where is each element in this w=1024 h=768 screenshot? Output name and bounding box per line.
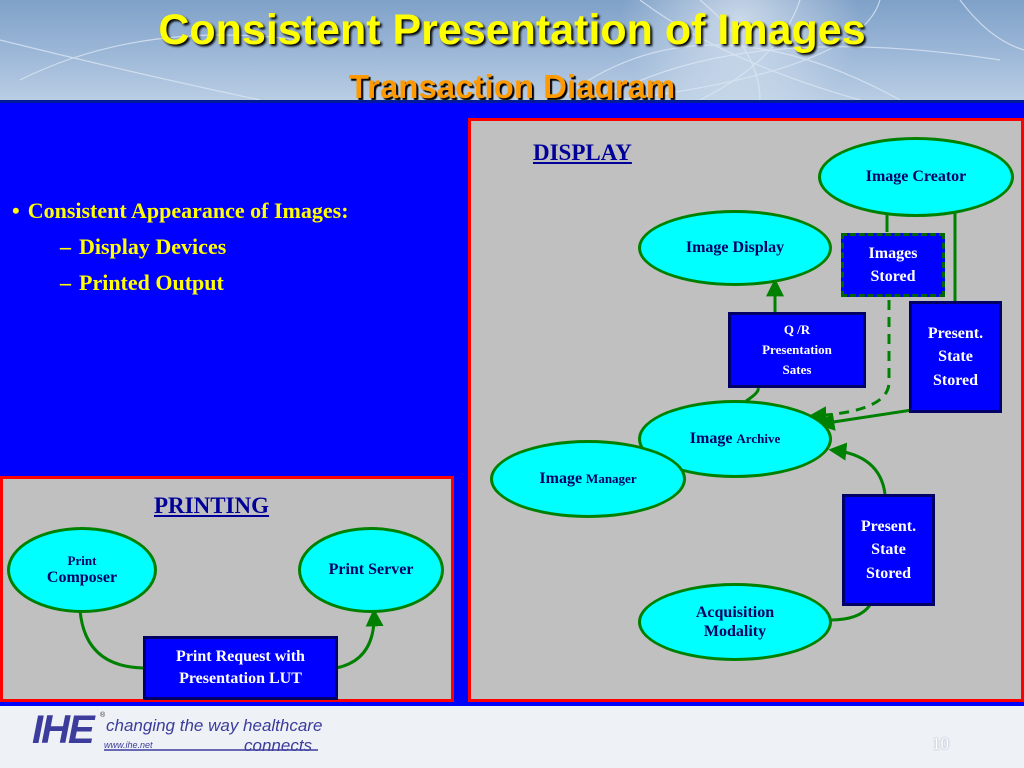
qr-line1: Q /R	[783, 321, 811, 337]
presentation-state-stored-bottom: Present. State Stored	[842, 494, 935, 606]
composer-line2: Composer	[46, 569, 118, 587]
display-heading: DISPLAY	[533, 140, 632, 165]
image-archive-label: Image Archive	[690, 429, 780, 448]
image-creator-actor: Image Creator	[818, 137, 1014, 217]
tagline-underline	[104, 749, 318, 751]
registered-mark: ®	[100, 712, 106, 719]
ihe-logo: IHE	[32, 708, 95, 752]
query-retrieve-transaction: Q /R Presentation Sates	[728, 312, 866, 388]
pss-bottom-to-archive-line	[828, 442, 887, 495]
archive-small-text: Archive	[736, 431, 781, 447]
header-divider	[0, 100, 1024, 103]
page-number: 10	[932, 734, 949, 753]
slide-header: Consistent Presentation of Images Transa…	[0, 0, 1024, 100]
print-server-label: Print Server	[328, 561, 414, 579]
image-creator-label: Image Creator	[865, 168, 967, 186]
composer-to-request-line	[78, 609, 147, 670]
print-composer-text: Print Composer	[47, 553, 117, 588]
images-stored-transaction: Images Stored	[841, 233, 945, 297]
pss-bottom-line3: Stored	[865, 564, 912, 582]
manager-main-text: Image	[539, 470, 587, 488]
slide-title: Consistent Presentation of Images	[158, 6, 866, 54]
slide-footer	[0, 706, 1024, 768]
query-retrieve-text: Q /R Presentation Sates	[762, 320, 832, 380]
tagline-line1: changing the way healthcare	[106, 716, 323, 735]
acquisition-to-pss-line	[829, 604, 872, 622]
request-line2: Presentation LUT	[179, 670, 302, 687]
archive-main-text: Image	[689, 430, 737, 448]
image-display-actor: Image Display	[638, 210, 832, 286]
bullet-main: • Consistent Appearance of Images:	[12, 198, 349, 224]
pss-bottom-line2: State	[871, 541, 906, 559]
tagline-line2: connects	[244, 736, 313, 755]
pss-top-line3: Stored	[932, 371, 979, 389]
bullet-sub-display: – Display Devices	[60, 234, 349, 260]
image-manager-actor: Image Manager	[490, 440, 686, 518]
qr-line2: Presentation	[762, 341, 832, 357]
bullet-sub-printed: – Printed Output	[60, 270, 349, 296]
website-url: www.ihe.net	[104, 740, 153, 750]
print-server-actor: Print Server	[298, 527, 444, 613]
acquisition-line1: Acquisition	[695, 603, 775, 621]
globe-background-graphic	[0, 0, 1024, 100]
pss-to-archive-line	[816, 408, 913, 431]
print-request-transaction: Print Request with Presentation LUT	[143, 636, 338, 700]
qr-line3: Sates	[782, 362, 812, 378]
bullet-list: • Consistent Appearance of Images: – Dis…	[12, 198, 349, 306]
pss-bottom-text: Present. State Stored	[861, 515, 916, 585]
acquisition-text: Acquisition Modality	[696, 603, 774, 641]
presentation-state-stored-top: Present. State Stored	[909, 301, 1002, 413]
slide-subtitle: Transaction Diagram	[348, 68, 676, 100]
request-line1: Print Request with	[176, 647, 305, 665]
image-manager-label: Image Manager	[539, 469, 636, 488]
images-stored-line2: Stored	[870, 268, 916, 285]
dash-marker: –	[60, 270, 71, 295]
acquisition-modality-actor: Acquisition Modality	[638, 583, 832, 661]
printing-heading: PRINTING	[154, 493, 270, 518]
print-request-text: Print Request with Presentation LUT	[176, 646, 305, 691]
print-composer-actor: Print Composer	[7, 527, 157, 613]
pss-bottom-line1: Present.	[860, 518, 917, 536]
bullet-text: Consistent Appearance of Images:	[27, 198, 349, 223]
request-to-server-line	[335, 608, 384, 670]
images-stored-line1: Images	[868, 244, 918, 262]
pss-top-text: Present. State Stored	[928, 322, 983, 392]
bullet-sub-text: Display Devices	[79, 234, 227, 259]
archive-to-qr-line	[745, 387, 760, 403]
images-stored-text: Images Stored	[869, 242, 918, 288]
pss-top-line2: State	[938, 348, 973, 366]
bullet-sub-text: Printed Output	[79, 270, 224, 295]
manager-small-text: Manager	[586, 471, 637, 487]
image-display-label: Image Display	[685, 239, 785, 257]
dash-marker: –	[60, 234, 71, 259]
pss-top-line1: Present.	[927, 325, 984, 343]
bullet-marker: •	[12, 198, 20, 223]
acquisition-line2: Modality	[703, 623, 767, 640]
composer-line1: Print	[67, 552, 97, 568]
